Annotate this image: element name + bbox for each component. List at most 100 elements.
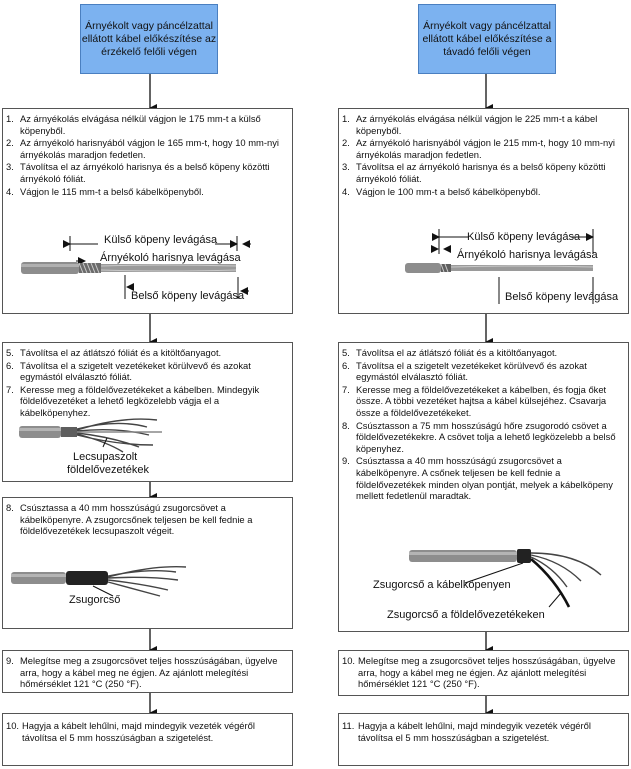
- step-text: Távolítsa el az árnyékoló harisnya és a …: [356, 161, 606, 184]
- step-text: Az árnyékoló harisnyából vágjon le 215 m…: [356, 137, 615, 160]
- step-item: 1. Az árnyékolás elvágása nélkül vágjon l…: [342, 113, 622, 136]
- stripped-ground-wires-label-1: Lecsupaszolt: [73, 451, 138, 463]
- step-text: Vágjon le 115 mm-t a belső kábelköpenybő…: [20, 185, 204, 197]
- step-number: 7.: [6, 383, 14, 395]
- step-text: Csúsztassa a 40 mm hosszúságú zsugorcsöv…: [20, 502, 253, 537]
- step-number: 9.: [6, 655, 14, 666]
- step-text: Melegítse meg a zsugorcsövet teljes hoss…: [358, 655, 616, 690]
- step-text: Csúsztasson a 75 mm hosszúságú hőre zsug…: [356, 419, 616, 454]
- left-header-text: Árnyékolt vagy páncélzattal ellátott káb…: [81, 19, 217, 58]
- step-item: 11.Hagyja a kábelt lehűlni, majd mindegy…: [342, 720, 622, 743]
- right-step-10: 10.Melegítse meg a zsugorcsövet teljes h…: [339, 651, 628, 690]
- step-text: Távolítsa el az átlátszó fóliát és a kit…: [20, 347, 222, 358]
- step-item: 9. Csúsztassa a 40 mm hosszúságú zsugorcs…: [342, 455, 622, 501]
- step-text: Keresse meg a földelővezetékeket a kábel…: [356, 383, 607, 418]
- heatshrink-on-ground-wires-label: Zsugorcső a földelővezetékeken: [387, 609, 545, 621]
- step-item: 10.Melegítse meg a zsugorcsövet teljes h…: [342, 655, 622, 690]
- step-item: 6. Távolítsa el a szigetelt vezetékeket k…: [6, 360, 286, 383]
- step-number: 6.: [6, 359, 14, 371]
- step-number: 8.: [6, 502, 14, 513]
- step-item: 10.Hagyja a kábelt lehűlni, majd mindegy…: [6, 720, 286, 743]
- step-text: Az árnyékolás elvágása nélkül vágjon le …: [20, 113, 261, 136]
- step-number: 5.: [342, 347, 350, 358]
- right-heatshrink-illustration: [409, 549, 602, 608]
- right-header: Árnyékolt vagy páncélzattal ellátott káb…: [418, 4, 556, 74]
- step-number: 1.: [6, 113, 14, 124]
- step-number: 2.: [6, 137, 14, 149]
- left-step-box-3: 8. Csúsztassa a 40 mm hosszúságú zsugorcs…: [2, 497, 293, 629]
- inner-jacket-cut-label: Belső köpeny levágása: [131, 290, 245, 302]
- step-number: 2.: [342, 137, 350, 149]
- left-steps-5-7: 5. Távolítsa el az átlátszó fóliát és a k…: [3, 343, 292, 419]
- shield-braid-cut-label-right: Árnyékoló harisnya levágása: [457, 249, 598, 261]
- step-text: Távolítsa el a szigetelt vezetékeket kör…: [20, 359, 251, 383]
- right-step-box-2: 5. Távolítsa el az átlátszó fóliát és a k…: [338, 342, 629, 632]
- step-item: 2. Az árnyékoló harisnyából vágjon le 215…: [342, 137, 622, 160]
- right-cable-strip-illustration: [405, 229, 594, 304]
- step-item: 3. Távolítsa el az árnyékoló harisnya és …: [6, 161, 286, 184]
- step-number: 11.: [342, 720, 355, 731]
- step-text: Vágjon le 100 mm-t a belső kábelköpenybő…: [356, 185, 541, 197]
- step-number: 6.: [342, 359, 350, 371]
- outer-jacket-cut-label-right: Külső köpeny levágása: [467, 231, 581, 243]
- step-item: 7. Keresse meg a földelővezetékeket a káb…: [342, 384, 622, 419]
- step-number: 1.: [342, 113, 350, 124]
- step-text: Melegítse meg a zsugorcsövet teljes hoss…: [20, 655, 278, 690]
- left-stripped-wires-illustration: [19, 418, 162, 453]
- step-item: 6. Távolítsa el a szigetelt vezetékeket k…: [342, 360, 622, 383]
- inner-jacket-cut-label-right: Belső köpeny levágása: [505, 291, 619, 303]
- step-text: Távolítsa el az árnyékoló harisnya és a …: [20, 161, 270, 184]
- step-number: 5.: [6, 347, 14, 358]
- left-step-10: 10.Hagyja a kábelt lehűlni, majd mindegy…: [3, 714, 292, 743]
- left-step-box-5: 10.Hagyja a kábelt lehűlni, majd mindegy…: [2, 713, 293, 766]
- step-text: Az árnyékolás elvágása nélkül vágjon le …: [356, 113, 598, 136]
- left-step-box-1: 1. Az árnyékolás elvágása nélkül vágjon l…: [2, 108, 293, 314]
- step-text: Távolítsa el a szigetelt vezetékeket kör…: [356, 359, 587, 383]
- step-number: 9.: [342, 455, 350, 467]
- left-step-9: 9. Melegítse meg a zsugorcsövet teljes ho…: [3, 651, 292, 690]
- heatshrink-on-jacket-label: Zsugorcső a kábelköpenyen: [373, 579, 511, 591]
- step-number: 3.: [6, 161, 14, 173]
- stripped-ground-wires-label-2: földelővezetékek: [67, 464, 149, 476]
- left-heatshrink-illustration: [11, 566, 187, 597]
- left-step-8: 8. Csúsztassa a 40 mm hosszúságú zsugorcs…: [3, 498, 292, 537]
- step-item: 4. Vágjon le 100 mm-t a belső kábelköpeny…: [342, 186, 622, 198]
- step-number: 4.: [6, 185, 14, 197]
- right-steps-5-9: 5. Távolítsa el az átlátszó fóliát és a k…: [339, 343, 628, 502]
- step-number: 3.: [342, 161, 350, 173]
- left-steps-1-4: 1. Az árnyékolás elvágása nélkül vágjon l…: [3, 109, 292, 197]
- step-text: Hagyja a kábelt lehűlni, majd mindegyik …: [22, 720, 255, 743]
- step-item: 8.Csúsztasson a 75 mm hosszúságú hőre zs…: [342, 420, 622, 455]
- step-text: Távolítsa el az átlátszó fóliát és a kit…: [356, 347, 558, 358]
- step-item: 1. Az árnyékolás elvágása nélkül vágjon l…: [6, 113, 286, 136]
- left-cable-strip-illustration: [21, 236, 251, 299]
- shield-braid-cut-label: Árnyékoló harisnya levágása: [100, 252, 241, 264]
- step-item: 5. Távolítsa el az átlátszó fóliát és a k…: [6, 347, 286, 359]
- right-steps-1-4: 1. Az árnyékolás elvágása nélkül vágjon l…: [339, 109, 628, 197]
- heatshrink-label: Zsugorcső: [69, 594, 121, 606]
- step-item: 9. Melegítse meg a zsugorcsövet teljes ho…: [6, 655, 286, 690]
- left-header: Árnyékolt vagy páncélzattal ellátott káb…: [80, 4, 218, 74]
- left-step-box-4: 9. Melegítse meg a zsugorcsövet teljes ho…: [2, 650, 293, 693]
- step-text: Az árnyékoló harisnyából vágjon le 165 m…: [20, 137, 279, 160]
- step-item: 8. Csúsztassa a 40 mm hosszúságú zsugorcs…: [6, 502, 286, 537]
- right-step-box-4: 11.Hagyja a kábelt lehűlni, majd mindegy…: [338, 713, 629, 766]
- step-number: 10.: [6, 720, 20, 731]
- step-number: 7.: [342, 383, 350, 395]
- right-step-11: 11.Hagyja a kábelt lehűlni, majd mindegy…: [339, 714, 628, 743]
- step-text: Keresse meg a földelővezetékeket a kábel…: [20, 383, 260, 418]
- right-header-text: Árnyékolt vagy páncélzattal ellátott káb…: [422, 19, 552, 58]
- right-step-box-3: 10.Melegítse meg a zsugorcsövet teljes h…: [338, 650, 629, 696]
- outer-jacket-cut-label: Külső köpeny levágása: [104, 234, 218, 246]
- step-item: 2. Az árnyékoló harisnyából vágjon le 165…: [6, 137, 286, 160]
- step-text: Csúsztassa a 40 mm hosszúságú zsugorcsöv…: [356, 455, 613, 502]
- right-step-box-1: 1. Az árnyékolás elvágása nélkül vágjon l…: [338, 108, 629, 314]
- step-number: 10.: [342, 655, 356, 666]
- step-item: 7. Keresse meg a földelővezetékeket a káb…: [6, 384, 286, 419]
- step-item: 4. Vágjon le 115 mm-t a belső kábelköpeny…: [6, 186, 286, 198]
- left-step-box-2: 5. Távolítsa el az átlátszó fóliát és a k…: [2, 342, 293, 482]
- step-item: 5. Távolítsa el az átlátszó fóliát és a k…: [342, 347, 622, 359]
- step-number: 4.: [342, 185, 350, 197]
